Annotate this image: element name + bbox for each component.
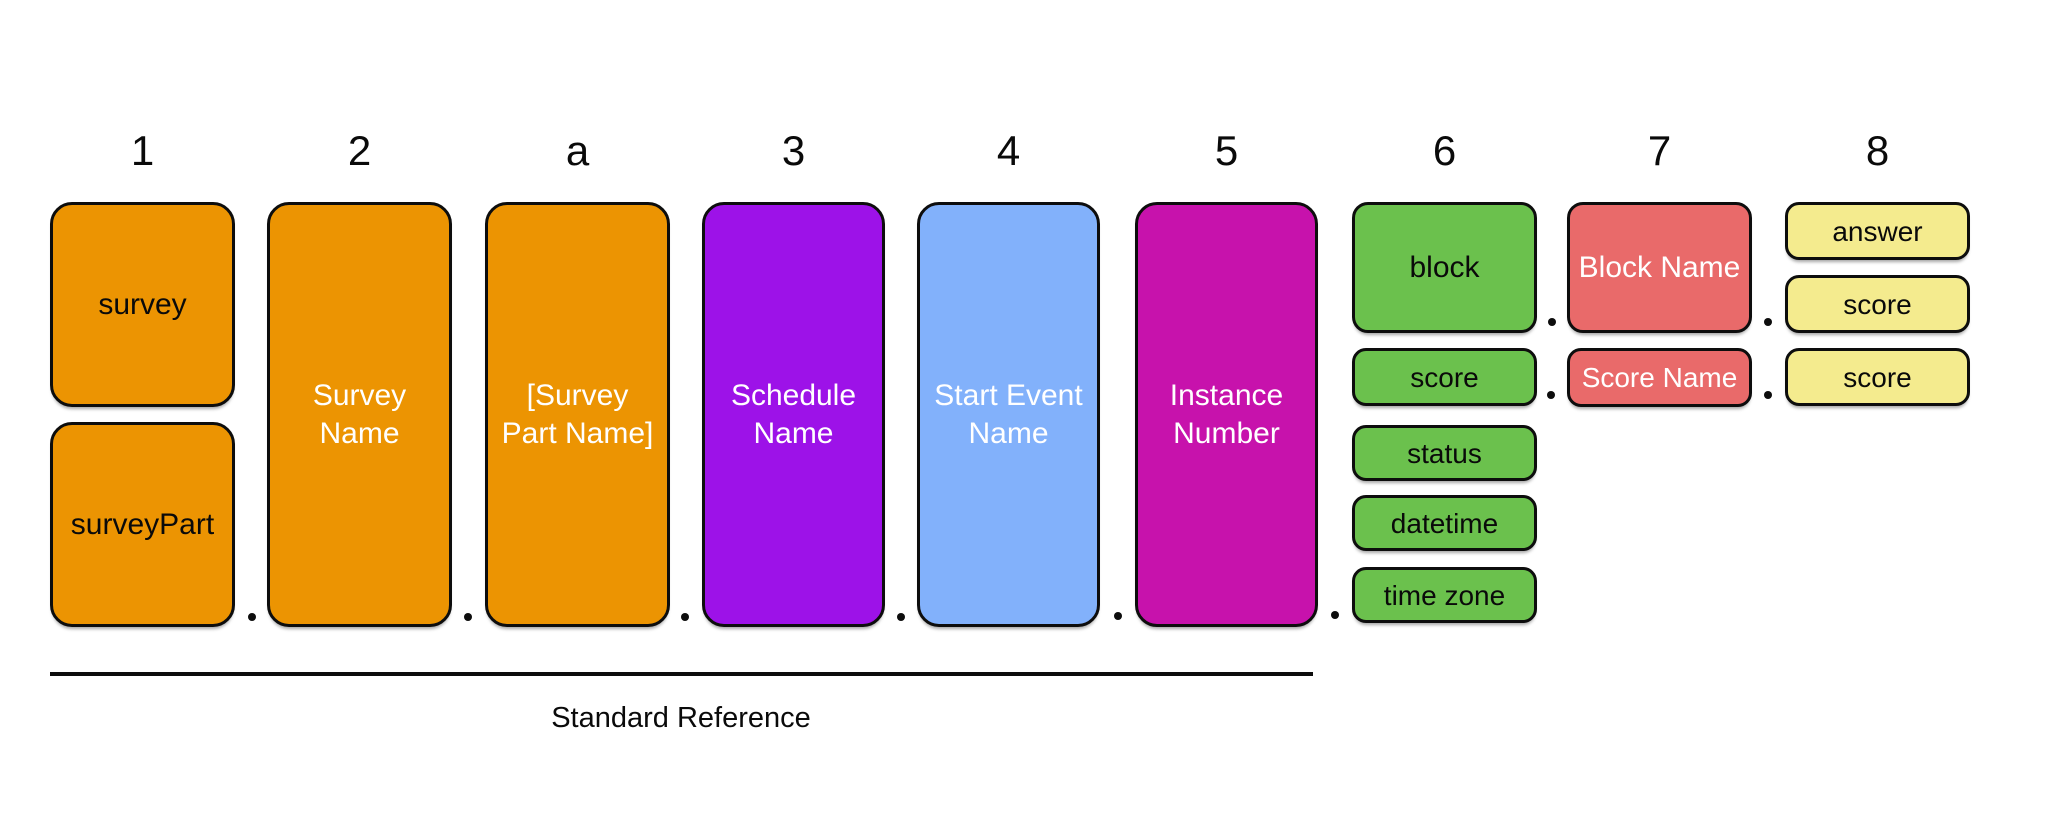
column-label-5: 5 bbox=[1214, 127, 1239, 174]
column-label-7: 7 bbox=[1647, 127, 1672, 174]
schedule-name-box: Schedule Name bbox=[702, 202, 885, 627]
column-label-8: 8 bbox=[1865, 127, 1890, 174]
score-box-2: score bbox=[1785, 348, 1970, 406]
column-label-a: a bbox=[565, 127, 590, 174]
status-box: status bbox=[1352, 425, 1537, 481]
dot-separator bbox=[1114, 612, 1122, 620]
answer-box: answer bbox=[1785, 202, 1970, 260]
survey-part-name-box: [Survey Part Name] bbox=[485, 202, 670, 627]
block-name-box: Block Name bbox=[1567, 202, 1752, 333]
dot-separator bbox=[1764, 391, 1772, 399]
column-label-1: 1 bbox=[130, 127, 155, 174]
column-label-4: 4 bbox=[996, 127, 1021, 174]
column-label-2: 2 bbox=[347, 127, 372, 174]
score-box: score bbox=[1352, 348, 1537, 406]
score-box-1: score bbox=[1785, 275, 1970, 333]
dot-separator bbox=[1331, 611, 1339, 619]
dot-separator bbox=[897, 613, 905, 621]
column-label-3: 3 bbox=[781, 127, 806, 174]
standard-reference-label: Standard Reference bbox=[551, 702, 811, 734]
dot-separator bbox=[1764, 318, 1772, 326]
survey-part-box: surveyPart bbox=[50, 422, 235, 627]
block-box: block bbox=[1352, 202, 1537, 333]
survey-name-box: Survey Name bbox=[267, 202, 452, 627]
column-label-6: 6 bbox=[1432, 127, 1457, 174]
datetime-box: datetime bbox=[1352, 495, 1537, 551]
instance-number-box: Instance Number bbox=[1135, 202, 1318, 627]
score-name-box: Score Name bbox=[1567, 348, 1752, 407]
reference-underline bbox=[50, 672, 1313, 676]
survey-box: survey bbox=[50, 202, 235, 407]
dot-separator bbox=[681, 613, 689, 621]
dot-separator bbox=[1547, 391, 1555, 399]
time-zone-box: time zone bbox=[1352, 567, 1537, 623]
start-event-name-box: Start Event Name bbox=[917, 202, 1100, 627]
dot-separator bbox=[248, 613, 256, 621]
dot-separator bbox=[1548, 318, 1556, 326]
dot-separator bbox=[464, 613, 472, 621]
